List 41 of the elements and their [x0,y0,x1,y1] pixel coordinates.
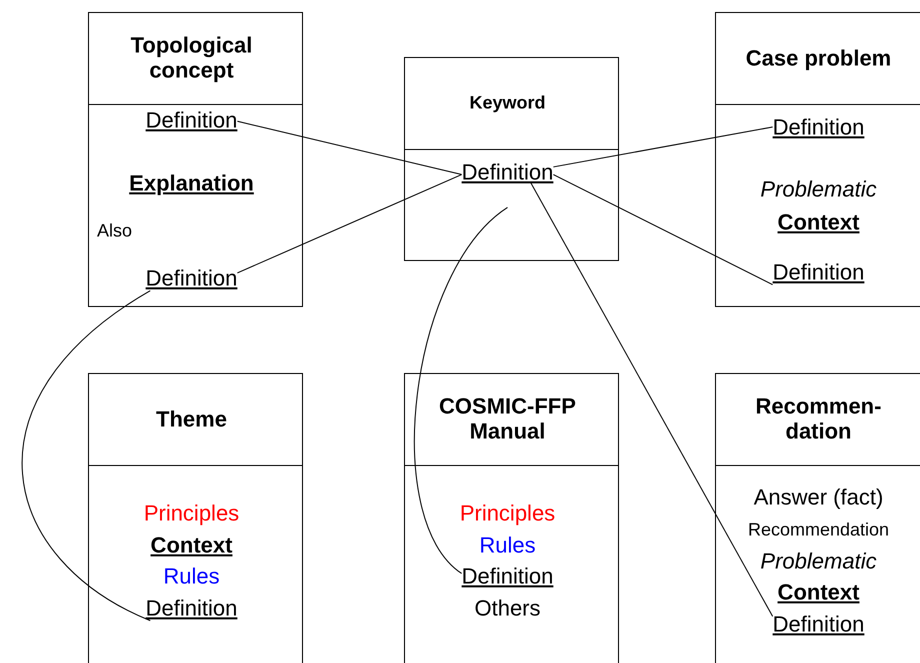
body-text: Problematic [760,176,877,202]
box-heading: Theme [155,406,228,432]
connector-line [236,174,462,274]
box-heading: Keyword [469,92,546,114]
concept-card [88,373,303,663]
definition-text: Definition [772,114,864,140]
definition-text: Definition [146,595,238,621]
body-text: Context [778,579,860,605]
body-text: Principles [144,500,240,526]
definition-text: Definition [772,611,864,637]
concept-card [404,373,619,663]
concept-card [715,12,920,307]
concept-card [88,12,303,307]
body-text: Rules [479,532,536,558]
body-text: Explanation [129,170,254,196]
body-text: Recommendation [748,520,890,540]
body-text: Others [474,595,541,621]
box-heading: Recommen-dation [754,394,882,444]
definition-text: Definition [462,563,554,589]
concept-card [715,373,920,663]
body-text: Rules [163,563,220,589]
concept-card [404,57,619,261]
box-heading: Case problem [744,45,892,71]
box-heading: Topological concept [130,32,254,84]
connector-line [22,290,151,622]
body-text: Context [778,209,860,235]
definition-text: Definition [146,107,238,133]
connector-line [552,174,774,286]
body-text: Principles [460,500,556,526]
body-text: Context [150,532,232,558]
connector-line [414,206,508,574]
definition-text: Definition [462,159,554,185]
body-text: Answer (fact) [754,484,884,510]
box-heading: COSMIC-FFP Manual [438,394,577,444]
definition-text: Definition [146,265,238,291]
body-text: Also [97,220,132,242]
body-text: Problematic [760,548,877,574]
definition-text: Definition [772,259,864,285]
connector-line [236,120,462,176]
connector-line [552,126,774,168]
connector-line [530,182,774,617]
